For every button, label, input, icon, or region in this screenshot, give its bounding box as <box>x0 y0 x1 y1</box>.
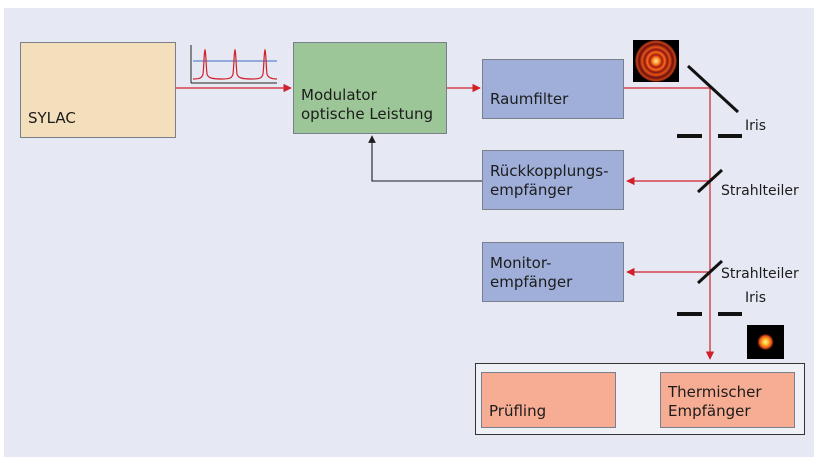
strahlteiler-2-label: Strahlteiler <box>721 266 799 282</box>
thermischer-empfaenger-label: Thermischer Empfänger <box>668 383 762 420</box>
feedback-line <box>368 135 482 182</box>
thermischer-empfaenger-box: Thermischer Empfänger <box>660 372 795 428</box>
strahlteiler-1-label: Strahlteiler <box>721 183 799 199</box>
ring-beam-profile-icon <box>633 40 679 82</box>
pruefling-box: Prüfling <box>481 372 616 428</box>
sylac-label: SYLAC <box>28 109 76 127</box>
iris-bottom-label: Iris <box>745 290 767 306</box>
beam-splitter-2-icon <box>696 259 724 285</box>
beam-splitter-1-icon <box>696 168 724 194</box>
monitorempfaenger-box: Monitor- empfänger <box>482 242 624 302</box>
spot-beam-profile-icon <box>747 325 784 359</box>
iris-top-label: Iris <box>745 118 767 134</box>
rueckkopplungsempfaenger-box: Rückkopplungs- empfänger <box>482 150 624 210</box>
monitorempfaenger-label: Monitor- empfänger <box>490 254 573 291</box>
rueckkopplungsempfaenger-label: Rückkopplungs- empfänger <box>490 162 609 199</box>
raumfilter-label: Raumfilter <box>490 90 569 108</box>
sylac-box: SYLAC <box>20 42 176 138</box>
modulator-label: Modulator optische Leistung <box>301 86 434 123</box>
mirror-icon <box>686 64 740 114</box>
resonance-spectrum-icon <box>190 45 278 84</box>
raumfilter-box: Raumfilter <box>482 59 624 119</box>
pruefling-label: Prüfling <box>489 402 547 420</box>
modulator-box: Modulator optische Leistung <box>293 42 447 134</box>
